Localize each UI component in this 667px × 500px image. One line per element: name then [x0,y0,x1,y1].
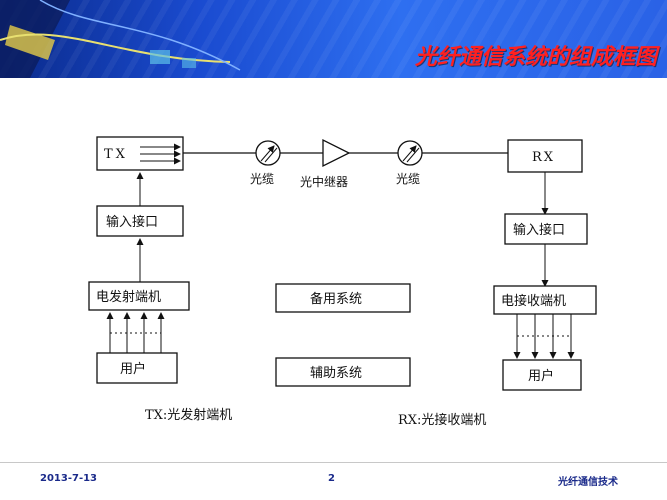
page-number: 2 [328,473,335,484]
electrical-transmitter-box [88,281,190,311]
rx-box-label: RX [532,150,555,165]
tx-box-label: TX [104,147,128,162]
fiber-cable-1-label: 光缆 [250,172,274,186]
user-left-box [96,352,178,384]
rx-caption: RX:光接收端机 [398,412,486,428]
optical-repeater-icon [322,138,351,168]
electrical-transmitter-label: 电发射端机 [96,289,161,305]
electrical-receiver-box [493,285,597,315]
input-interface-right-label: 输入接口 [513,222,565,238]
input-interface-left-label: 输入接口 [106,214,158,230]
banner-decoration [0,0,667,78]
footer-course: 光纤通信技术 [558,477,618,488]
user-right-box [502,359,582,391]
header-banner: 光纤通信系统的组成框图 [0,0,667,78]
auxiliary-system-label: 辅助系统 [310,366,362,381]
banner-graphic [0,0,241,78]
fiber-system-diagram: TX 光缆 光中继器 光缆 RX 输入接口 电发射端机 用户 备用系统 辅助系统… [88,136,597,428]
electrical-receiver-label: 电接收端机 [501,293,566,309]
backup-system-label: 备用系统 [310,291,362,307]
slide-title: 光纤通信系统的组成框图 [414,44,657,70]
input-interface-right [504,213,588,245]
input-interface-left [96,205,184,237]
footer-divider [0,462,667,463]
fiber-cable-2-label: 光缆 [396,172,420,186]
user-right-label: 用户 [528,368,554,384]
user-left-label: 用户 [120,361,146,377]
footer-date: 2013-7-13 [40,473,98,484]
auxiliary-system-box [275,357,411,387]
rx-box [507,139,583,173]
optical-repeater-label: 光中继器 [300,174,348,189]
backup-system-box [275,283,411,313]
tx-caption: TX:光发射端机 [145,407,232,423]
